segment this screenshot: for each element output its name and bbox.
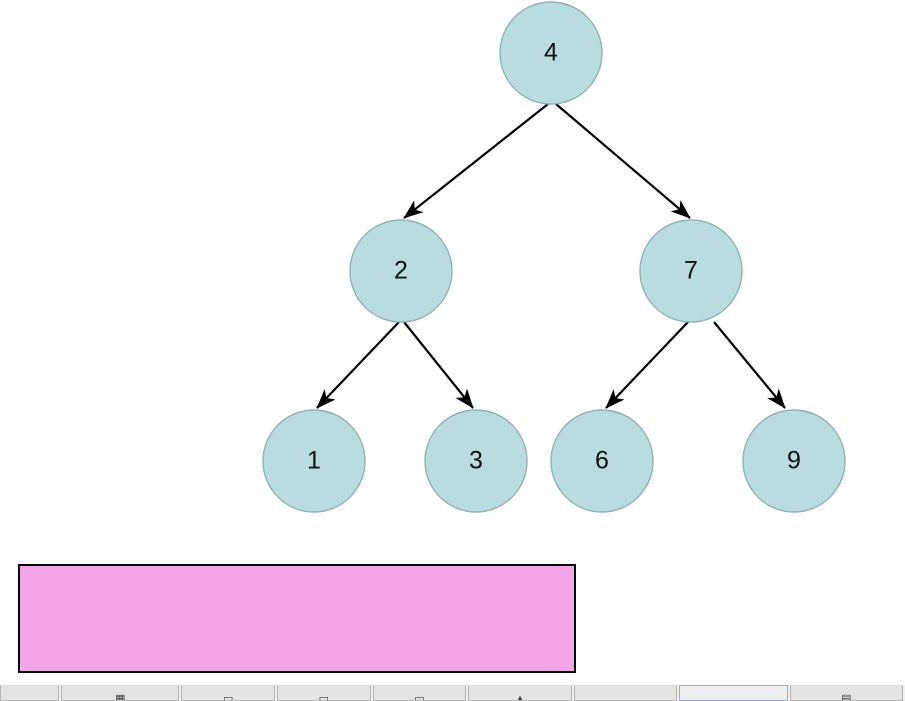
toolbar-group-2[interactable]: ▦: [61, 685, 180, 701]
tree-edges-layer: [316, 103, 786, 409]
toolbar-group-4-glyph-icon: ▭: [318, 693, 330, 701]
tree-node-label-9: 9: [787, 447, 801, 475]
toolbar-group-5-glyph-icon: ▭: [414, 693, 425, 701]
toolbar-group-9-glyph-icon: ▤: [841, 693, 852, 701]
pink-rectangle-shape[interactable]: [18, 564, 576, 673]
tree-node-circle-7[interactable]: [639, 219, 743, 323]
toolbar-group-9[interactable]: ▤: [789, 685, 903, 701]
tree-node-label-1: 1: [307, 447, 321, 475]
tree-node-circle-1[interactable]: [262, 409, 366, 513]
toolbar-group-1[interactable]: [0, 685, 60, 701]
tree-node-label-6: 6: [595, 447, 609, 475]
toolbar-group-3[interactable]: ▭: [181, 685, 276, 701]
toolbar-group-7[interactable]: [573, 685, 678, 701]
tree-node-9[interactable]: 9: [742, 409, 846, 513]
tree-node-circle-9[interactable]: [742, 409, 846, 513]
tree-node-label-2: 2: [394, 257, 408, 285]
toolbar-group-6[interactable]: ▲: [468, 685, 572, 701]
toolbar-group-4[interactable]: ▭: [277, 685, 371, 701]
tree-edge-n2-n1: [316, 321, 400, 409]
tree-node-6[interactable]: 6: [550, 409, 654, 513]
toolbar-group-6-glyph-icon: ▲: [514, 693, 526, 701]
tree-edge-n2-n3: [403, 321, 474, 409]
tree-edge-n4-n7: [555, 103, 691, 219]
tree-node-circle-4[interactable]: [499, 1, 603, 105]
tree-node-1[interactable]: 1: [262, 409, 366, 513]
tree-node-circle-3[interactable]: [424, 409, 528, 513]
tree-node-label-7: 7: [684, 257, 698, 285]
tree-node-7[interactable]: 7: [639, 219, 743, 323]
bottom-toolbar[interactable]: ▦ ▭ ▭ ▭ ▲ ▤: [0, 684, 905, 701]
tree-node-3[interactable]: 3: [424, 409, 528, 513]
toolbar-group-8[interactable]: [679, 685, 788, 701]
tree-node-circle-2[interactable]: [349, 219, 453, 323]
toolbar-group-5[interactable]: ▭: [372, 685, 467, 701]
toolbar-group-3-glyph-icon: ▭: [223, 693, 234, 701]
binary-search-tree-graphic[interactable]: 4 2 7 1 3 6 9: [0, 0, 905, 540]
tree-node-2[interactable]: 2: [349, 219, 453, 323]
tree-nodes-layer: 4 2 7 1 3 6 9: [262, 1, 846, 513]
diagram-canvas[interactable]: 4 2 7 1 3 6 9: [0, 0, 905, 684]
tree-edge-n7-n9: [713, 321, 786, 409]
tree-node-4[interactable]: 4: [499, 1, 603, 105]
tree-node-label-4: 4: [544, 39, 558, 67]
toolbar-group-2-glyph-icon: ▦: [115, 693, 126, 701]
tree-edge-n4-n2: [403, 103, 549, 219]
tree-node-label-3: 3: [469, 447, 483, 475]
tree-node-circle-6[interactable]: [550, 409, 654, 513]
tree-edge-n7-n6: [605, 321, 689, 409]
